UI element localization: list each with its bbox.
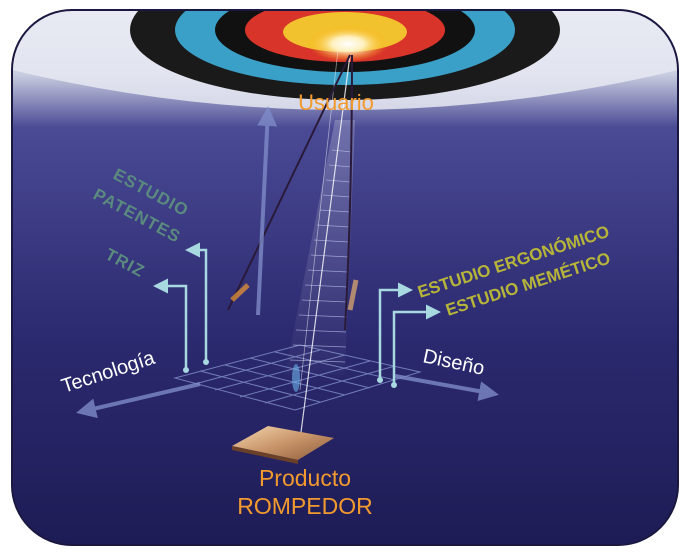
producto-label: Producto <box>259 465 351 491</box>
patentes-connector <box>185 242 209 365</box>
tecnologia-axis-arrow <box>76 382 201 419</box>
ladder-beam <box>285 49 355 441</box>
target-icon <box>130 10 560 100</box>
ergonomico-connector <box>377 282 413 383</box>
usuario-label: Usuario <box>298 90 374 115</box>
product-plate <box>232 426 334 464</box>
rompedor-label: ROMPEDOR <box>237 493 372 519</box>
diseno-axis-arrow <box>394 374 499 402</box>
frame-border <box>11 9 679 546</box>
up-arrow <box>256 106 278 316</box>
arrow-shafts <box>227 54 359 392</box>
triz-connector <box>153 278 189 373</box>
memetico-connector <box>391 304 441 388</box>
